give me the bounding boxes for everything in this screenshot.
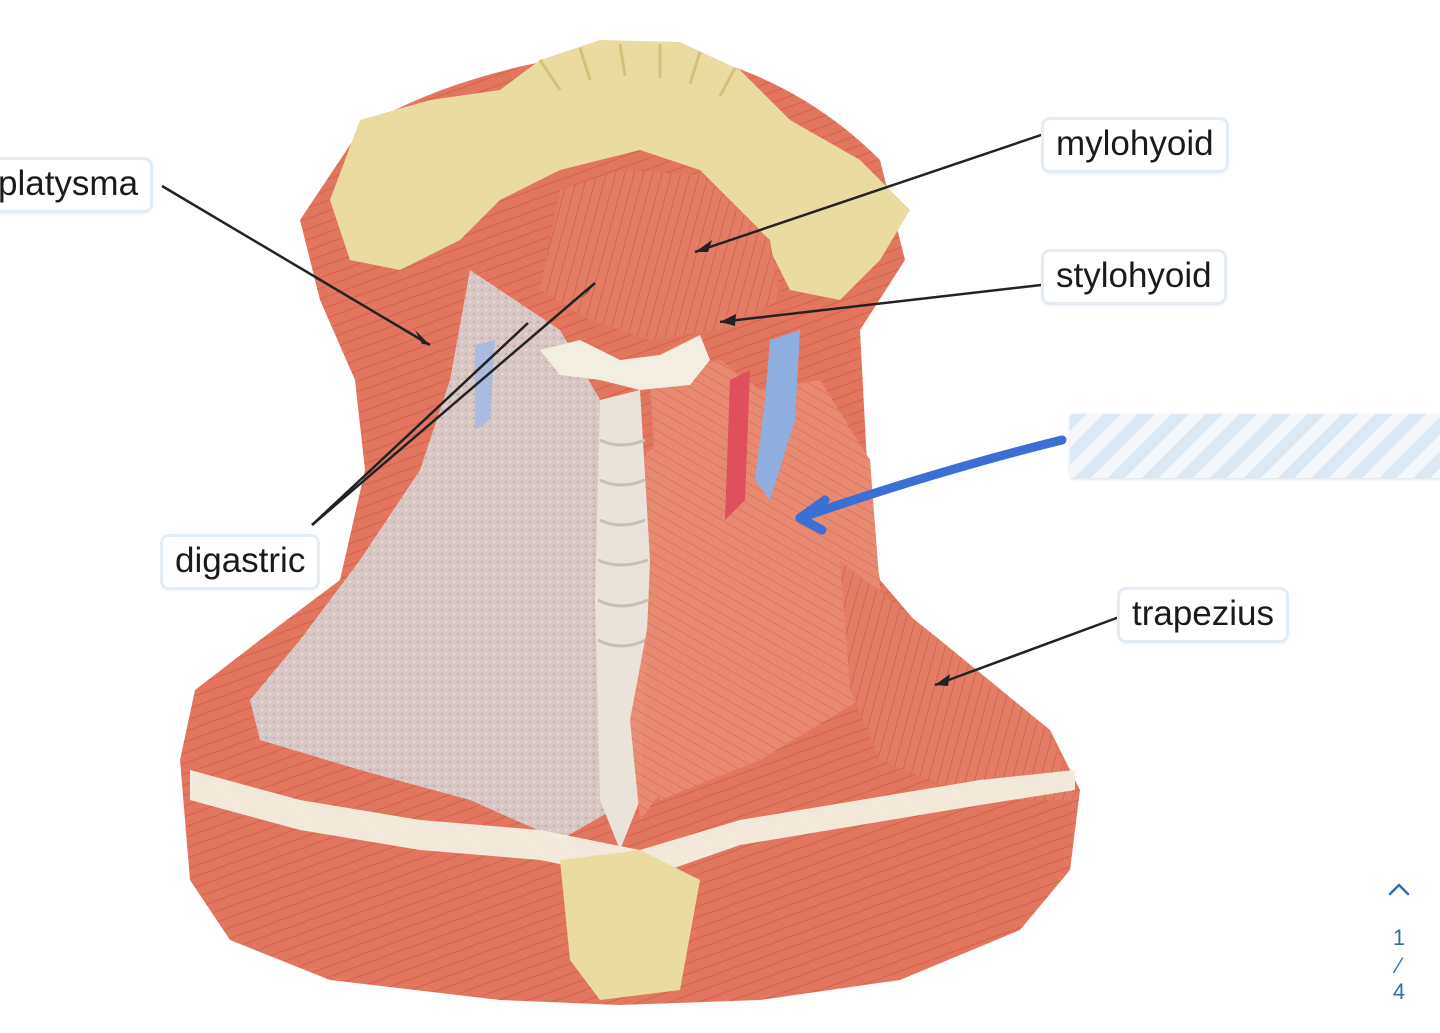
- fascia-region: [250, 270, 630, 840]
- hyoid-bone: [540, 335, 710, 390]
- mandible: [330, 40, 910, 300]
- label-platysma: platysma: [0, 160, 151, 211]
- chevron-up-icon[interactable]: [1384, 875, 1414, 905]
- page-total: 4: [1392, 979, 1406, 1004]
- jugular-vein: [755, 330, 800, 500]
- label-mylohyoid: mylohyoid: [1044, 120, 1226, 171]
- page-navigator: 1 ⁄ 4: [1376, 875, 1422, 1025]
- arrow-icon: [795, 435, 1067, 535]
- leader-lines: [161, 130, 1123, 687]
- label-stylohyoid: stylohyoid: [1044, 252, 1224, 303]
- hidden-answer-label[interactable]: [1070, 414, 1440, 478]
- label-digastric: digastric: [163, 537, 318, 588]
- page-current: 1: [1392, 925, 1406, 950]
- page-separator: ⁄: [1397, 953, 1401, 978]
- label-trapezius: trapezius: [1120, 590, 1287, 641]
